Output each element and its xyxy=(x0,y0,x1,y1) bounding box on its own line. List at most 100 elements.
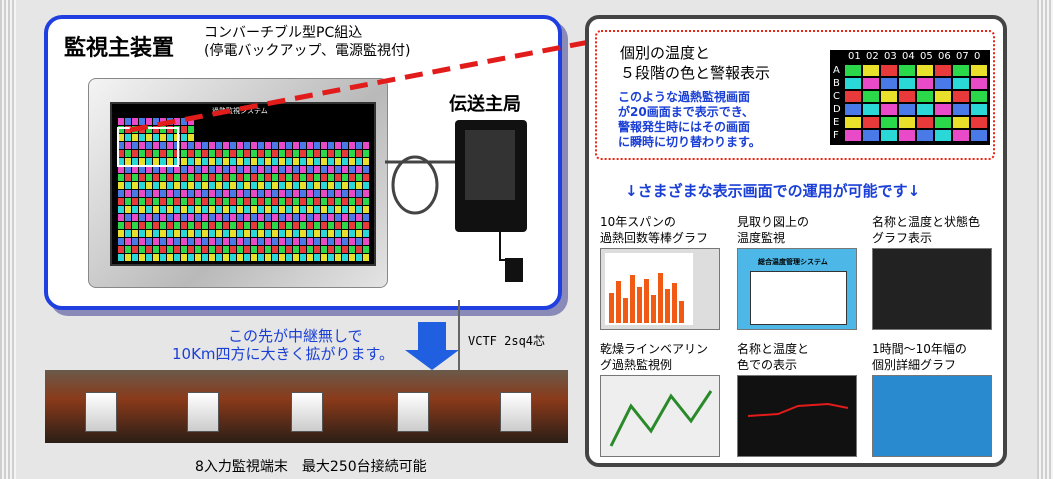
screen-cell xyxy=(300,190,306,197)
screen-cell xyxy=(209,182,215,189)
screen-cell xyxy=(363,206,369,213)
screen-cell xyxy=(209,142,215,149)
matrix-cell xyxy=(917,130,933,141)
screen-cell xyxy=(300,142,306,149)
screen-cell xyxy=(139,198,145,205)
screen-cell xyxy=(160,206,166,213)
matrix-cell xyxy=(845,65,861,76)
screen-cell xyxy=(125,134,131,141)
screen-cell xyxy=(139,150,145,157)
screen-cell xyxy=(146,238,152,245)
matrix-cell xyxy=(881,130,897,141)
screen-cell xyxy=(202,206,208,213)
screen-cell xyxy=(272,182,278,189)
screen-cell xyxy=(146,166,152,173)
screen-cell xyxy=(237,166,243,173)
screen-cell xyxy=(209,238,215,245)
screen-cell xyxy=(314,182,320,189)
screen-cell xyxy=(195,246,201,253)
screen-cell xyxy=(244,198,250,205)
terminal-caption: 8入力監視端末 最大250台接続可能 xyxy=(195,459,427,475)
screen-cell xyxy=(125,230,131,237)
screen-cell xyxy=(272,158,278,165)
screen-cell xyxy=(118,246,124,253)
screen-cell xyxy=(279,222,285,229)
thumb5-label1: 名称と温度と xyxy=(737,342,810,356)
screen-cell xyxy=(181,254,187,261)
screen-cell xyxy=(258,142,264,149)
screen-cell xyxy=(146,198,152,205)
screen-cell xyxy=(279,150,285,157)
screen-title: 過熱監視システム xyxy=(212,107,268,115)
screen-cell xyxy=(342,198,348,205)
screen-cell xyxy=(314,142,320,149)
screen-cell xyxy=(286,230,292,237)
screen-cell xyxy=(174,230,180,237)
screen-cell xyxy=(230,198,236,205)
screen-cell xyxy=(209,254,215,261)
screen-cell xyxy=(216,190,222,197)
screen-cell xyxy=(139,134,145,141)
screen-cell xyxy=(314,198,320,205)
screen-cell xyxy=(153,222,159,229)
screen-cell xyxy=(321,238,327,245)
screen-cell xyxy=(363,158,369,165)
screen-cell xyxy=(244,206,250,213)
screen-cell xyxy=(146,118,152,125)
matrix-cell xyxy=(863,117,879,128)
screen-cell xyxy=(237,174,243,181)
screen-cell xyxy=(307,214,313,221)
screen-cell xyxy=(307,182,313,189)
screen-cell xyxy=(195,142,201,149)
screen-cell xyxy=(321,230,327,237)
screen-cell xyxy=(209,190,215,197)
screen-cell xyxy=(342,142,348,149)
screen-cell xyxy=(216,182,222,189)
screen-cell xyxy=(153,142,159,149)
screen-cell xyxy=(265,222,271,229)
screen-cell xyxy=(195,222,201,229)
screen-cell xyxy=(139,118,145,125)
matrix-cell xyxy=(881,104,897,115)
screen-cell xyxy=(181,230,187,237)
matrix-cell xyxy=(971,117,987,128)
thumb2-title: 総合温度管理システム xyxy=(758,258,828,266)
screen-cell xyxy=(265,182,271,189)
screen-cell xyxy=(230,222,236,229)
matrix-cell xyxy=(971,104,987,115)
screen-cell xyxy=(321,206,327,213)
screen-cell xyxy=(174,254,180,261)
screen-cell xyxy=(230,206,236,213)
screen-cell xyxy=(223,166,229,173)
screen-cell xyxy=(272,190,278,197)
screen-cell xyxy=(118,134,124,141)
screen-cell xyxy=(293,158,299,165)
screen-cell xyxy=(279,142,285,149)
screen-cell xyxy=(321,222,327,229)
screen-cell xyxy=(335,150,341,157)
leader-line xyxy=(129,35,611,133)
screen-cell xyxy=(265,158,271,165)
screen-cell xyxy=(160,158,166,165)
screen-cell xyxy=(160,230,166,237)
matrix-cell xyxy=(971,65,987,76)
screen-cell xyxy=(132,158,138,165)
terminal-device xyxy=(397,392,429,432)
screen-cell xyxy=(293,238,299,245)
screen-cell xyxy=(258,238,264,245)
screen-cell xyxy=(356,166,362,173)
screen-cell xyxy=(265,254,271,261)
screen-cell xyxy=(342,190,348,197)
screen-cell xyxy=(363,142,369,149)
screen-cell xyxy=(195,158,201,165)
screen-cell xyxy=(174,190,180,197)
screen-cell xyxy=(167,174,173,181)
screen-cell xyxy=(363,182,369,189)
screen-cell xyxy=(237,198,243,205)
screen-cell xyxy=(307,150,313,157)
screen-cell xyxy=(118,118,124,125)
screen-cell xyxy=(188,222,194,229)
screen-cell xyxy=(314,174,320,181)
screen-cell xyxy=(230,182,236,189)
screen-cell xyxy=(146,142,152,149)
